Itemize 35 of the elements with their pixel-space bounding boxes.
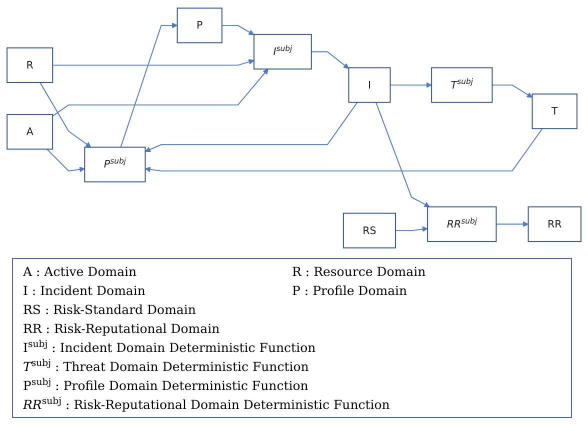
- arrow: [492, 84, 532, 98]
- arrow: [120, 22, 178, 148]
- legend-entry: I$^{subj}$ : Incident Domain Deterministic Function: [23, 338, 317, 357]
- node-box: I$^{subj}$: [254, 33, 312, 69]
- arrow: [221, 24, 254, 35]
- node-box: P$^{subj}$: [84, 146, 146, 182]
- node-box: T$^{subj}$: [431, 66, 493, 102]
- arrow: [144, 101, 358, 152]
- arrow: [376, 101, 430, 207]
- node-box: T: [532, 93, 578, 129]
- arrow: [144, 128, 543, 172]
- legend-entry: RS : Risk-Standard Domain: [23, 301, 197, 319]
- legend-entry: A : Active Domain: [23, 263, 138, 281]
- node-box: A: [6, 114, 54, 150]
- arrow: [496, 220, 528, 226]
- legend-entry: RR$^{subj}$ : Risk-Reputational Domain Deterministic Function: [23, 395, 391, 414]
- legend-entry: T$^{subj}$ : Threat Domain Deterministic Function: [23, 357, 310, 376]
- arrow: [40, 82, 92, 147]
- node-box: RR$^{subj}$: [427, 206, 497, 242]
- legend-entry: R : Resource Domain: [292, 263, 427, 281]
- legend-entry: RR : Risk-Reputational Domain: [23, 320, 221, 338]
- arrow: [46, 148, 85, 172]
- node-box: RR: [528, 206, 582, 242]
- node-box: I: [348, 66, 391, 102]
- node-box: RS: [342, 212, 396, 248]
- arrow: [310, 50, 349, 68]
- legend-entry: I : Incident Domain: [23, 282, 146, 300]
- legend-entry: P : Profile Domain: [292, 282, 408, 300]
- legend-entry: P$^{subj}$ : Profile Domain Deterministic Function: [23, 376, 310, 395]
- arrow: [395, 226, 428, 232]
- arrow: [52, 58, 254, 66]
- node-box: P: [176, 7, 222, 43]
- node-box: R: [6, 46, 54, 82]
- arrow: [390, 82, 432, 88]
- arrow: [52, 68, 268, 116]
